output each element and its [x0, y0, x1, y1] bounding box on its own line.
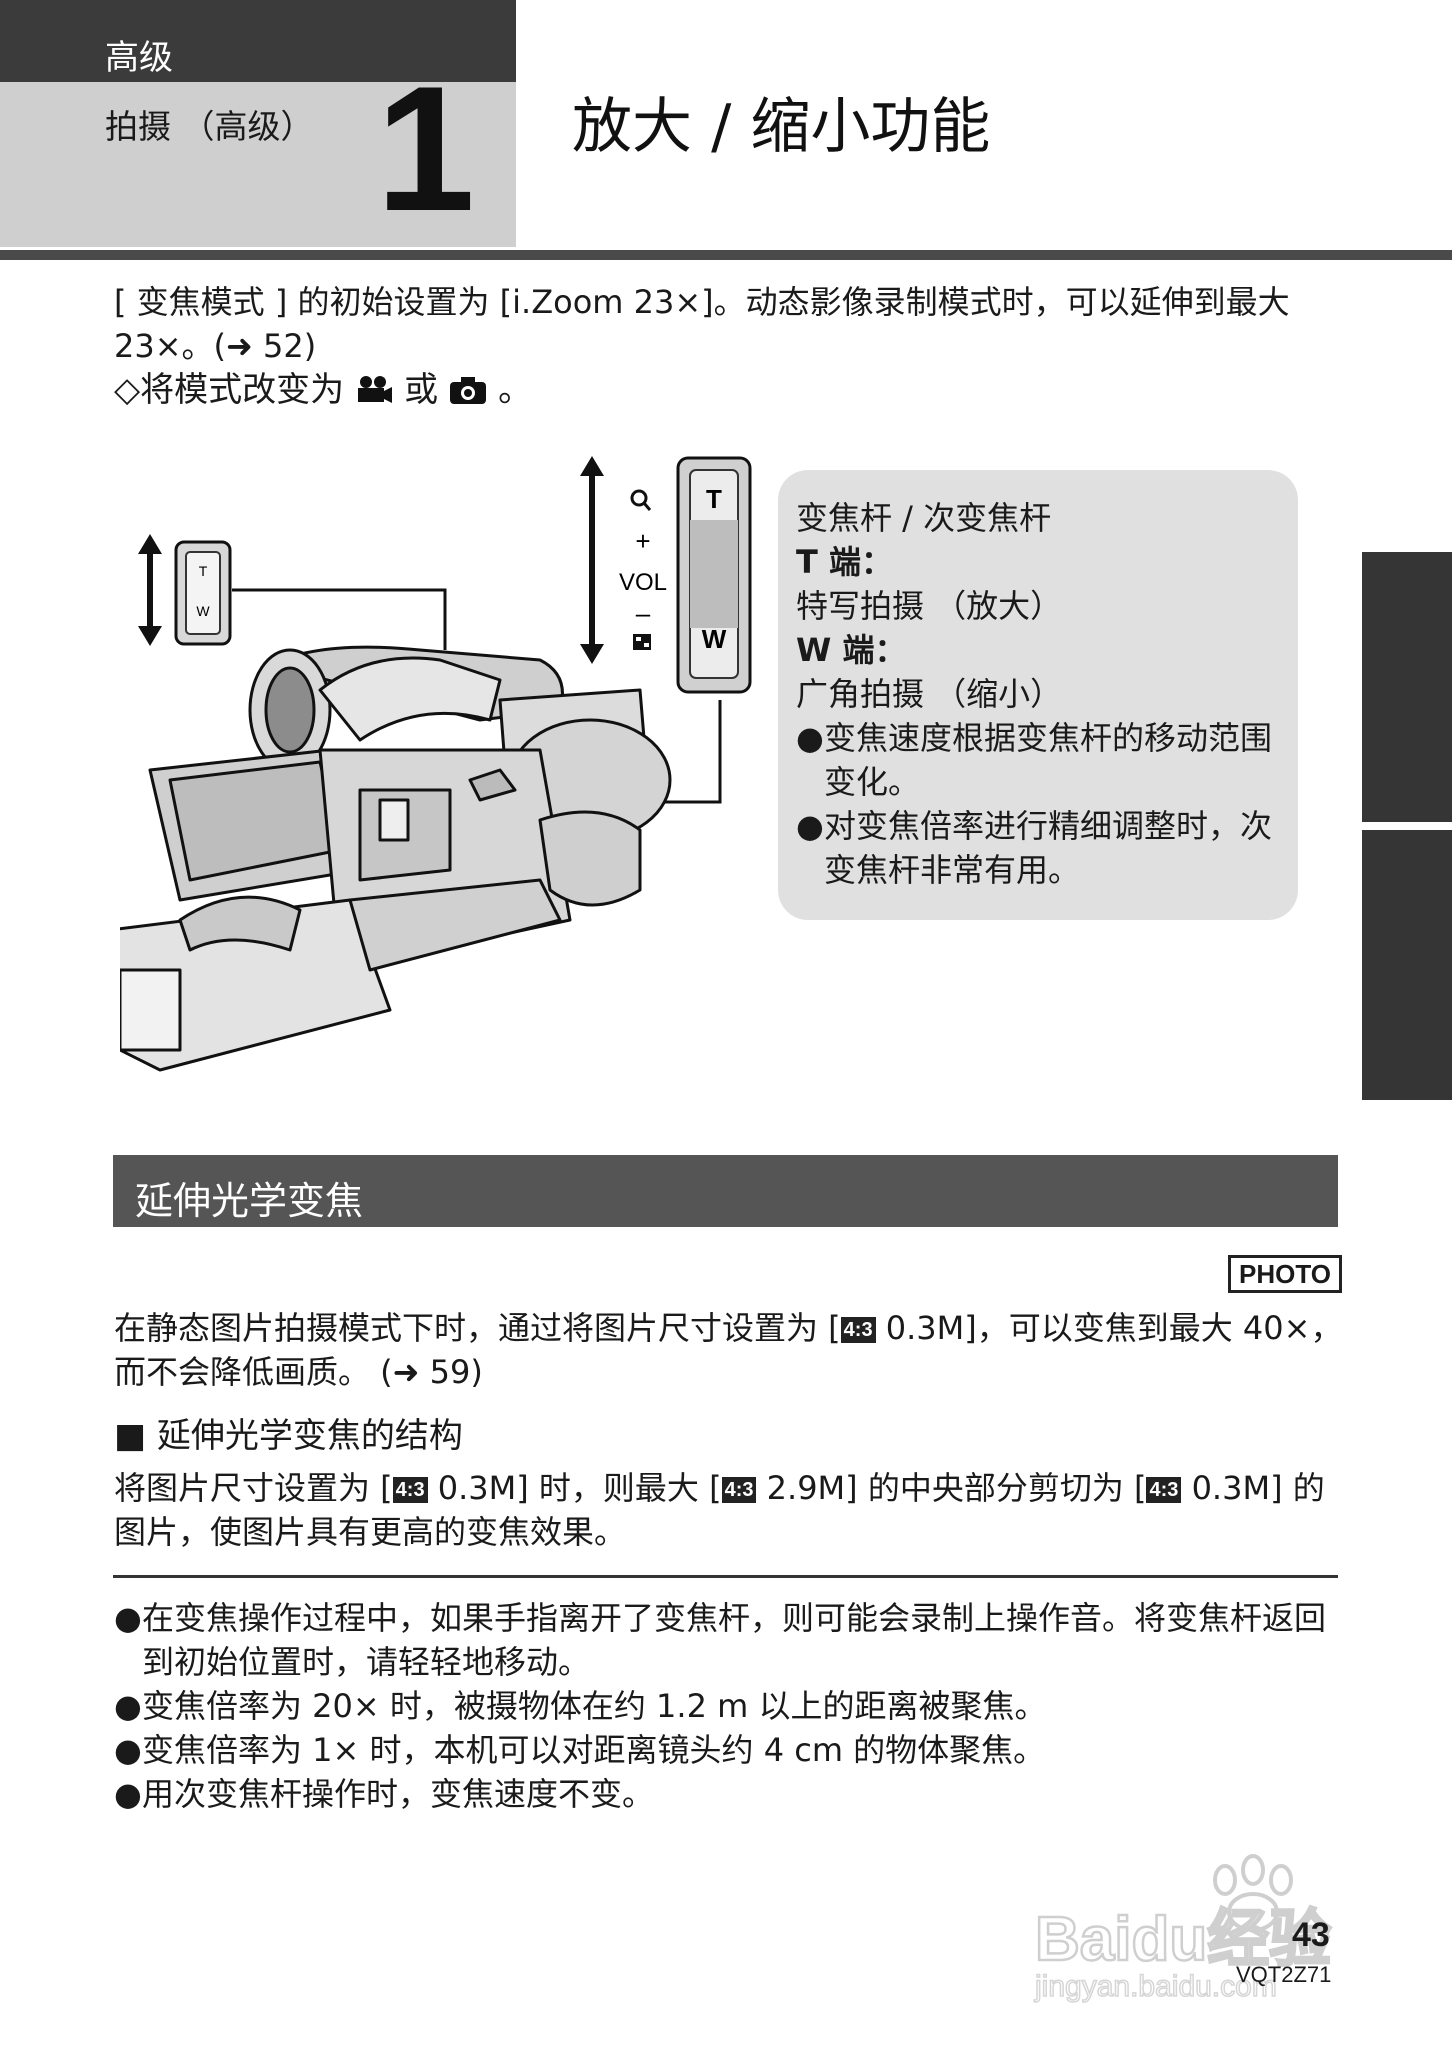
big-lever-w: W	[702, 624, 727, 654]
side-thumb-tab	[1362, 830, 1452, 1100]
small-lever-w: W	[196, 603, 210, 619]
w-end-label: W 端：	[796, 631, 907, 669]
chapter-number: 1	[376, 49, 475, 248]
camera-mode-icon	[450, 377, 487, 404]
watermark-url: jingyan.baidu.com	[1034, 1970, 1277, 2003]
mode-instruction: ◇将模式改变为 或 。	[114, 368, 532, 412]
photo-mode-badge: PHOTO	[1228, 1255, 1342, 1293]
header-subcategory: 拍摄 （高级）	[105, 107, 314, 146]
baidu-watermark: Baidu经验 jingyan.baidu.com	[1033, 1854, 1332, 2004]
w-end-desc: 广角拍摄 （缩小）	[796, 675, 1063, 713]
extended-zoom-paragraph: 在静态图片拍摄模式下时，通过将图片尺寸设置为 [4:3 0.3M]，可以变焦到最…	[114, 1309, 1343, 1391]
page-number: 43	[1292, 1916, 1330, 1954]
section-header-bar	[113, 1155, 1338, 1227]
note-item: ●在变焦操作过程中，如果手指离开了变焦杆，则可能会录制上操作音。将变焦杆返回到初…	[114, 1599, 1327, 1681]
t-end-desc: 特写拍摄 （放大）	[796, 587, 1063, 625]
note-item: ●变焦倍率为 20× 时，被摄物体在约 1.2 m 以上的距离被聚焦。	[114, 1687, 1047, 1725]
notes-divider	[113, 1575, 1338, 1578]
header-category-bar	[0, 0, 516, 82]
zoom-lever-info-box: 变焦杆 / 次变焦杆 T 端： 特写拍摄 （放大） W 端： 广角拍摄 （缩小）…	[778, 470, 1298, 920]
header-divider	[0, 250, 1452, 260]
small-lever-t: T	[199, 563, 208, 579]
info-bullet: ●变焦速度根据变焦杆的移动范围变化。	[796, 719, 1273, 801]
video-mode-icon	[358, 376, 393, 403]
zoom-lever-detail: + VOL – T W	[580, 456, 752, 804]
section-title: 延伸光学变焦	[135, 1179, 364, 1223]
lever-plus: +	[635, 526, 650, 556]
page-title: 放大 / 缩小功能	[572, 92, 991, 162]
info-bullet: ●对变焦倍率进行精细调整时，次变焦杆非常有用。	[796, 807, 1273, 889]
subheading: ■ 延伸光学变焦的结构	[114, 1416, 463, 1456]
intro-paragraph: [ 变焦模式 ] 的初始设置为 [i.Zoom 23×]。动态影像录制模式时，可…	[114, 283, 1290, 365]
side-thumb-tab	[1362, 552, 1452, 822]
mode-prefix: ◇将模式改变为	[114, 370, 345, 410]
aspect-ratio-icon: 4:3	[721, 1477, 757, 1503]
note-item: ●用次变焦杆操作时，变焦速度不变。	[114, 1775, 655, 1813]
header-subcategory-bar	[0, 82, 516, 247]
big-lever-t: T	[706, 484, 722, 514]
info-title: 变焦杆 / 次变焦杆	[796, 499, 1052, 537]
aspect-ratio-icon: 4:3	[840, 1317, 876, 1343]
t-end-label: T 端：	[796, 543, 893, 581]
aspect-ratio-icon: 4:3	[1146, 1477, 1182, 1503]
notes-list: ●在变焦操作过程中，如果手指离开了变焦杆，则可能会录制上操作音。将变焦杆返回到初…	[114, 1596, 1344, 1816]
note-item: ●变焦倍率为 1× 时，本机可以对距离镜头约 4 cm 的物体聚焦。	[114, 1731, 1046, 1769]
lever-vol: VOL	[619, 569, 667, 596]
camera-illustration: T W + VOL – T W	[120, 450, 752, 1072]
document-code: VQT2Z71	[1236, 1962, 1332, 1987]
mechanism-paragraph: 将图片尺寸设置为 [4:3 0.3M] 时，则最大 [4:3 2.9M] 的中央…	[114, 1469, 1325, 1551]
lever-minus: –	[636, 598, 651, 628]
mode-or: 或	[404, 370, 439, 410]
sub-zoom-lever-detail: T W	[138, 534, 447, 650]
header-category: 高级	[105, 38, 173, 78]
camcorder-body	[120, 647, 672, 1072]
mode-suffix: 。	[498, 370, 533, 410]
watermark-main: Baidu经验	[1035, 1905, 1331, 1974]
aspect-ratio-icon: 4:3	[392, 1477, 428, 1503]
